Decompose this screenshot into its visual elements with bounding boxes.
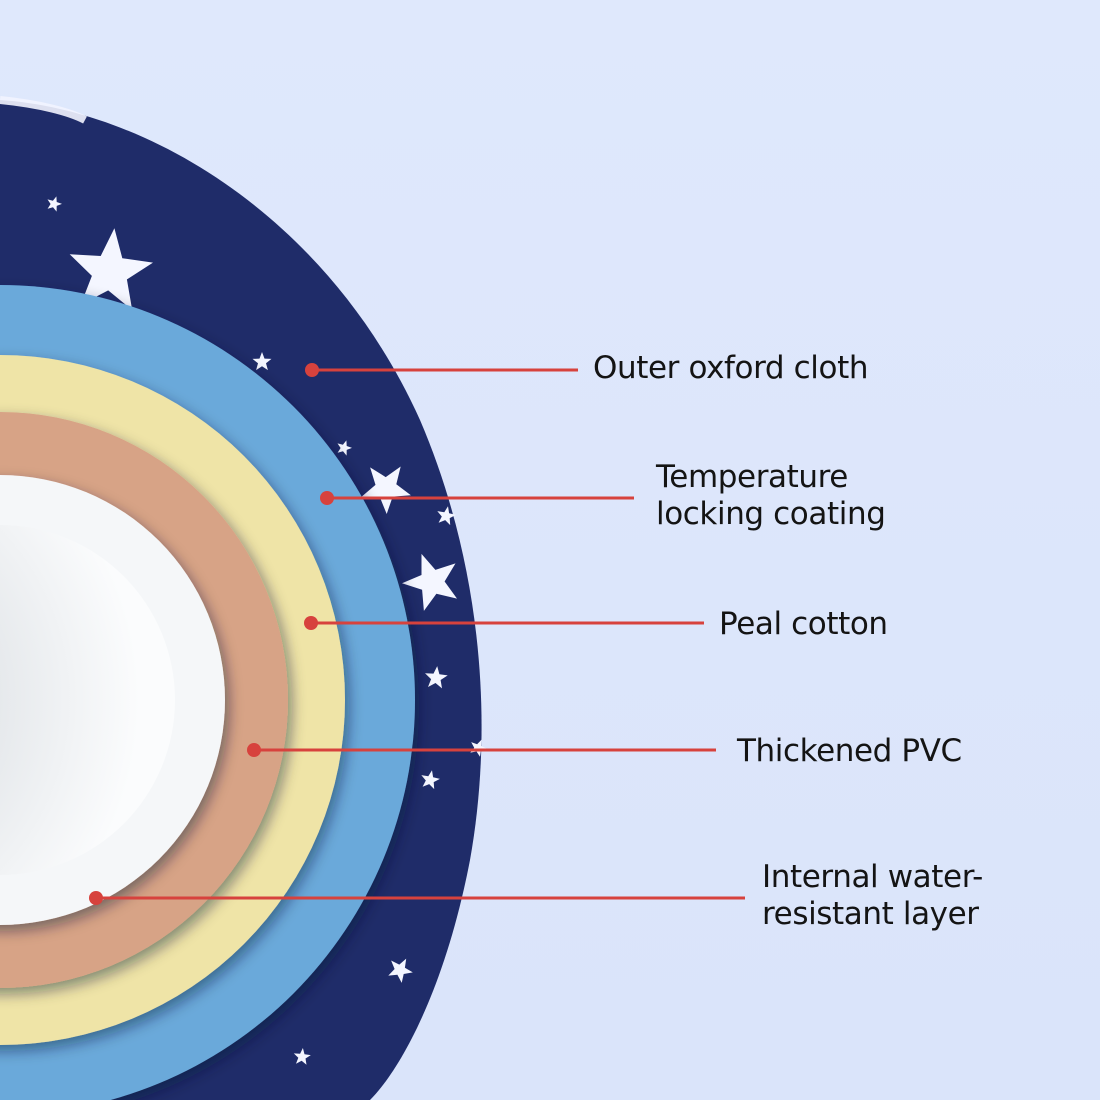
star-icon (421, 770, 440, 790)
leader-coating (320, 491, 634, 505)
label-pvc-line-1: Thickened PVC (737, 733, 962, 769)
star-icon (388, 958, 413, 983)
inner-cavity (0, 525, 175, 875)
label-cotton-line-1: Peal cotton (719, 606, 888, 642)
star-icon (69, 228, 153, 310)
star-pattern (47, 196, 487, 1065)
label-inner-line-2: resistant layer (762, 896, 979, 932)
star-icon (437, 506, 456, 526)
leader-inner (89, 891, 745, 905)
label-outer-oxford-cloth: Outer oxford cloth (593, 350, 868, 387)
label-outer-line-1: Outer oxford cloth (593, 350, 869, 386)
label-internal-water-resistant-layer: Internal water- resistant layer (762, 859, 983, 933)
star-icon (425, 666, 448, 689)
star-icon (361, 466, 411, 514)
label-thickened-pvc: Thickened PVC (737, 733, 962, 770)
label-coating-line-1: Temperature (656, 459, 848, 495)
star-icon (252, 352, 272, 371)
label-temperature-locking-coating: Temperature locking coating (656, 459, 886, 533)
star-icon (470, 739, 487, 757)
label-peal-cotton: Peal cotton (719, 606, 888, 643)
star-icon (337, 440, 352, 456)
label-inner-line-1: Internal water- (762, 859, 983, 895)
shell-edge-highlight (0, 96, 87, 124)
leader-cotton (304, 616, 704, 630)
leader-pvc (247, 743, 716, 757)
star-icon (293, 1048, 311, 1065)
leader-outer (305, 363, 578, 377)
label-coating-line-2: locking coating (656, 496, 886, 532)
star-icon (47, 196, 62, 212)
star-icon (402, 553, 457, 611)
